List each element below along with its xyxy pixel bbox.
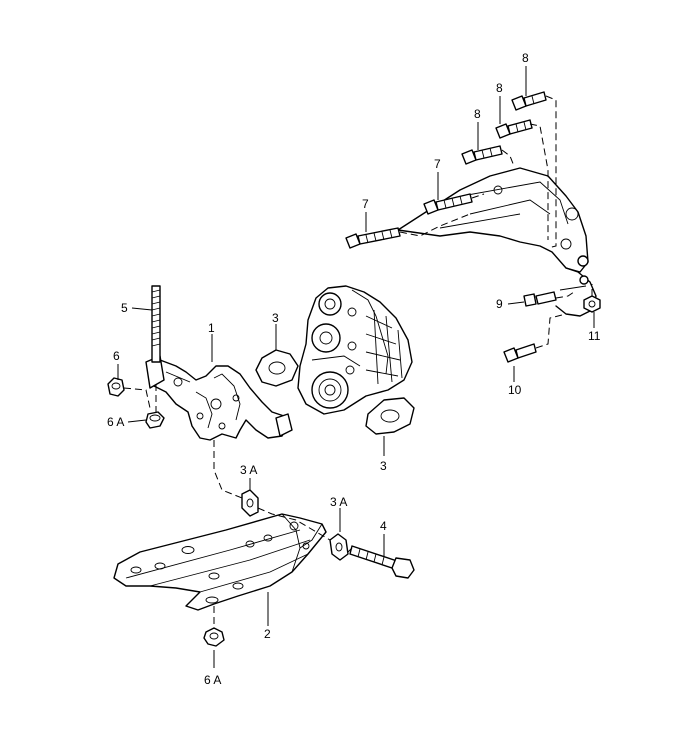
transmission-housing bbox=[397, 167, 597, 317]
bolt-9 bbox=[523, 291, 557, 307]
callout-1: 1 bbox=[208, 321, 215, 335]
callout-6a-lower: 6 A bbox=[204, 673, 221, 687]
bolt-10 bbox=[503, 343, 537, 363]
callout-10: 10 bbox=[508, 383, 522, 397]
shim-upper bbox=[241, 489, 259, 517]
callout-11: 11 bbox=[588, 329, 601, 343]
bolt-8-top bbox=[511, 91, 547, 111]
callout-8-low: 8 bbox=[474, 107, 481, 121]
bolt-8-mid bbox=[495, 119, 533, 139]
engine-mount-bracket bbox=[145, 355, 293, 441]
callout-7-lower: 7 bbox=[362, 197, 369, 211]
callout-4: 4 bbox=[380, 519, 387, 533]
shim-lower bbox=[329, 533, 349, 561]
callout-7-upper: 7 bbox=[434, 157, 441, 171]
callout-3-top: 3 bbox=[272, 311, 279, 325]
threaded-stud bbox=[151, 285, 161, 363]
bolt-7-upper bbox=[423, 193, 473, 215]
hex-nut bbox=[107, 377, 125, 397]
assembly-lines bbox=[123, 95, 593, 628]
callout-3a-lower: 3 A bbox=[330, 495, 347, 509]
callout-6a-upper: 6 A bbox=[107, 415, 124, 429]
leader-lines bbox=[117, 66, 595, 668]
gasket-lower bbox=[365, 397, 415, 435]
bolt-8-low bbox=[461, 145, 503, 165]
gearbox-housing bbox=[297, 285, 413, 415]
callout-9: 9 bbox=[496, 297, 503, 311]
callout-3-bottom: 3 bbox=[380, 459, 387, 473]
collar-nut-upper bbox=[145, 411, 165, 429]
long-hex-bolt bbox=[349, 545, 415, 579]
callout-6: 6 bbox=[113, 349, 120, 363]
callout-8-mid: 8 bbox=[496, 81, 503, 95]
collar-nut-lower bbox=[203, 627, 225, 647]
callout-8-top: 8 bbox=[522, 51, 529, 65]
callout-2: 2 bbox=[264, 627, 271, 641]
cross-member-carrier bbox=[113, 513, 327, 611]
bolt-7-lower bbox=[345, 227, 401, 249]
callout-5: 5 bbox=[121, 301, 128, 315]
callout-3a-upper: 3 A bbox=[240, 463, 257, 477]
callout-labels: 5 6 6 A 1 3 3 3 A 3 A 4 2 6 A 7 7 8 8 8 … bbox=[107, 51, 601, 687]
nut-11 bbox=[583, 295, 601, 313]
gasket-upper bbox=[255, 349, 299, 387]
